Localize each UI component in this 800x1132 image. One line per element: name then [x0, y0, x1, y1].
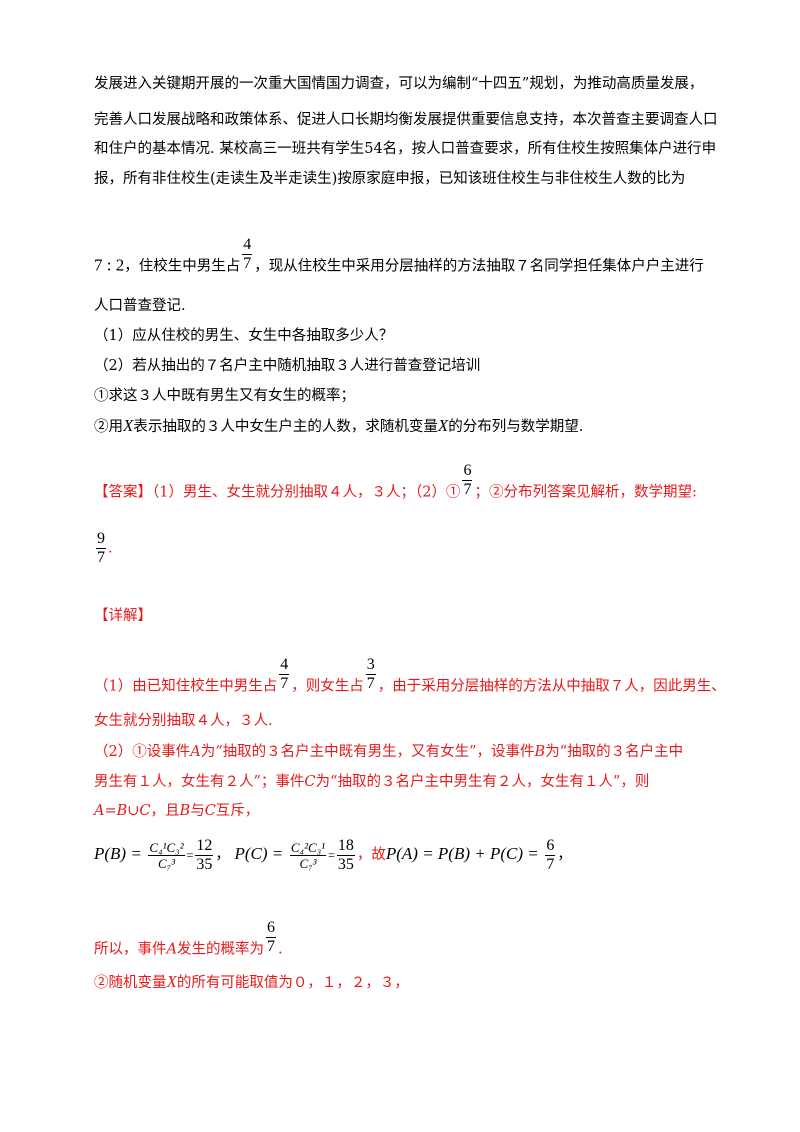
var-x-2: X — [437, 416, 449, 435]
frac-num: 6 — [266, 919, 275, 936]
sol-p2-f-end: 互斥， — [215, 803, 260, 819]
frac-den: C₇³ — [289, 854, 327, 871]
answer-text-b: ；②分布列答案见解析，数学期望: — [474, 484, 697, 501]
solution-part-1-cont: 女生就分别抽取４人，３人. — [94, 713, 273, 729]
question-1: （1）应从住校的男生、女生中各抽取多少人？ — [94, 328, 394, 344]
intro-line-6: 人口普查登记. — [94, 298, 186, 314]
sep: ， — [215, 847, 230, 863]
frac-den: 7 — [242, 254, 253, 272]
frac-num: 9 — [97, 530, 105, 547]
ratio-text: 7 : 2 — [94, 255, 125, 275]
pb-lhs: P(B) = — [94, 844, 142, 863]
answer-text-a: （1）男生、女生就分别抽取４人，３人；（2）① — [152, 484, 461, 501]
event-a-2: A — [166, 941, 177, 958]
intro-text-5b: ，现从住校生中采用分层抽样的方法抽取７名同学担任集体户户主进行 — [254, 258, 704, 275]
frac-den: 7 — [279, 674, 290, 692]
event-c-2: C — [204, 803, 216, 819]
random-variable-line: ②随机变量X的所有可能取值为０，１，２，３， — [94, 972, 409, 993]
intro-line-3: 和住户的基本情况. 某校高三一班共有学生54名，按人口普查要求，所有住校生按照集… — [94, 141, 717, 157]
frac-num: C₄¹C₃² — [149, 839, 184, 855]
frac-den: C₇³ — [148, 854, 185, 871]
frac-num: 4 — [280, 656, 289, 673]
solution-part-2-line-3: A=B∪C，且B与C互斥， — [94, 801, 259, 821]
concl-a: 所以，事件 — [94, 941, 167, 958]
frac-den: 35 — [195, 854, 214, 873]
var-x-3: X — [166, 972, 177, 991]
concl-post: . — [277, 941, 283, 958]
var-x: X — [123, 416, 134, 435]
q2b-mid: 表示抽取的３人中女生户主的人数，求随机变量 — [133, 419, 438, 435]
intro-text-5a: ，住校生中男生占 — [124, 258, 241, 275]
frac-den: 35 — [336, 854, 355, 873]
sol-p2-a: （2）①设事件 — [94, 744, 191, 760]
sol-p2-f-mid: 与 — [190, 803, 205, 819]
event-b: B — [534, 744, 546, 760]
pb-eq: = — [186, 848, 194, 862]
sol-p2-e: 为“抽取的３名户主中男生有２人，女生有１人”，则 — [315, 774, 650, 790]
sol-p1-b: ，则女生占 — [291, 678, 364, 695]
solution-part-2-line-2: 男生有１人，女生有２人”；事件C为“抽取的３名户主中男生有２人，女生有１人”，则 — [94, 772, 649, 792]
event-b-2: B — [179, 803, 191, 819]
answer-label: 【答案】 — [94, 484, 152, 501]
frac-num: 6 — [463, 462, 472, 479]
pc-lhs: P(C) = — [234, 844, 284, 863]
frac-num: C₄²C₃¹ — [290, 839, 326, 855]
question-2: （2）若从抽出的７名户主中随机抽取３人进行普查登记培训 — [94, 358, 481, 374]
frac-den: 7 — [265, 937, 276, 955]
frac-den: 7 — [462, 480, 473, 498]
frac-den: 7 — [365, 674, 376, 692]
intro-line-1: 发展进入关键期开展的一次重大国情国力调查，可以为编制“十四五”规划，为推动高质量… — [94, 76, 704, 92]
last-a: ②随机变量 — [94, 975, 167, 991]
question-2b: ②用X表示抽取的３人中女生户主的人数，求随机变量X的分布列与数学期望. — [94, 416, 583, 437]
sol-p1-a: （1）由已知住校生中男生占 — [94, 678, 278, 695]
solution-label: 【详解】 — [94, 608, 152, 624]
concl-b: 发生的概率为 — [176, 941, 264, 958]
union-expression: A=B∪C — [94, 803, 151, 819]
intro-line-2: 完善人口发展战略和政策体系、促进人口长期均衡发展提供重要信息支持，本次普查主要调… — [94, 112, 718, 128]
pa-expression: P(A) = P(B) + P(C) = — [385, 844, 539, 863]
sol-p2-c: 为“抽取的３名户主中 — [545, 744, 684, 760]
sol-p2-f: ，且 — [150, 803, 180, 819]
solution-part-2-line-1: （2）①设事件A为“抽取的３名户主中既有男生，又有女生”，设事件B为“抽取的３名… — [94, 742, 683, 762]
frac-num: 12 — [196, 836, 213, 854]
sol-p1-c: ，由于采用分层抽样的方法从中抽取７人，因此男生、 — [377, 678, 726, 695]
event-a: A — [190, 744, 201, 760]
frac-num: 4 — [243, 236, 252, 253]
exp-post: . — [108, 540, 113, 557]
event-c: C — [304, 774, 316, 790]
q2b-pre: ②用 — [94, 419, 123, 435]
sol-p2-d: 男生有１人，女生有２人”；事件 — [94, 774, 305, 790]
intro-line-4: 报，所有非住校生(走读生及半走读生)按原家庭申报，已知该班住校生与非住校生人数的… — [94, 171, 686, 187]
frac-num: 3 — [366, 656, 375, 673]
frac-den: 7 — [545, 854, 556, 873]
frac-num: 18 — [337, 836, 354, 854]
q2b-post: 的分布列与数学期望. — [448, 419, 584, 435]
last-b: 的所有可能取值为０，１，２，３， — [176, 975, 409, 991]
frac-den: 7 — [96, 548, 106, 566]
question-2a: ①求这３人中既有男生又有女生的概率； — [94, 388, 355, 404]
sol-p2-b: 为“抽取的３名户主中既有男生，又有女生”，设事件 — [200, 744, 535, 760]
frac-num: 6 — [546, 836, 555, 854]
pc-eq: = — [328, 848, 335, 862]
gu-text: ，故 — [356, 847, 386, 863]
pa-post: ， — [557, 847, 572, 863]
